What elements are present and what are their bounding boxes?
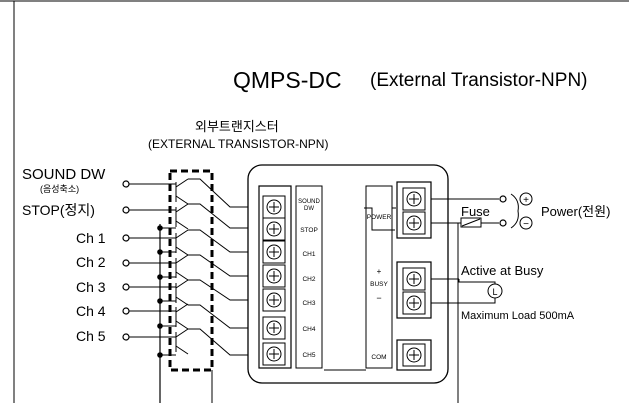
plus-symbol-icon xyxy=(519,192,533,206)
transistor-ch5 xyxy=(175,328,189,355)
input-terminal-ch3[interactable] xyxy=(122,283,130,291)
minus-symbol: − xyxy=(523,219,529,230)
power-wiring xyxy=(431,198,499,224)
terminal-label-sound: SOUND xyxy=(298,199,320,205)
input-terminal-ch1[interactable] xyxy=(122,234,130,242)
input-label-ch5: Ch 5 xyxy=(76,328,106,344)
power-minus-terminal[interactable] xyxy=(499,219,507,227)
input-label-ch1: Ch 1 xyxy=(76,230,106,246)
input-label-ch3: Ch 3 xyxy=(76,279,106,295)
power-terminal-screws xyxy=(402,187,426,235)
transistor-sound-dw xyxy=(175,178,189,205)
power-plus-terminal[interactable] xyxy=(499,195,507,203)
left-label-strip xyxy=(295,185,323,369)
left-terminal-screws xyxy=(262,195,286,366)
power-bracket-wire xyxy=(364,207,395,231)
terminal-label-ch2: CH2 xyxy=(302,276,315,283)
transistor-ch2 xyxy=(175,254,189,281)
input-terminal-ch4[interactable] xyxy=(122,307,130,315)
minus-symbol-icon xyxy=(519,216,533,230)
terminal-label-ch1: CH1 xyxy=(302,251,315,258)
com-terminal-screw xyxy=(402,343,426,367)
busy-terminal-screws xyxy=(402,267,426,315)
fuse-element xyxy=(461,218,481,227)
input-terminal-stop[interactable] xyxy=(122,206,130,214)
transistor-ch3 xyxy=(175,279,189,306)
power-terminal-label: POWER xyxy=(367,214,392,221)
fuse-label: Fuse xyxy=(461,204,490,219)
input-label-sound-dw: SOUND DW xyxy=(22,166,106,183)
external-transistor-english: (EXTERNAL TRANSISTOR-NPN) xyxy=(148,137,328,151)
terminal-label-ch4: CH4 xyxy=(302,326,315,333)
terminal-label-stop: STOP xyxy=(300,227,318,234)
max-load-label: Maximum Load 500mA xyxy=(461,310,575,322)
terminal-label-ch3: CH3 xyxy=(302,300,315,307)
input-label-ch4: Ch 4 xyxy=(76,303,106,319)
plus-symbol: + xyxy=(523,195,529,206)
model-subtitle: (External Transistor-NPN) xyxy=(370,70,588,91)
lamp-symbol: L xyxy=(492,287,497,297)
power-brace xyxy=(510,193,519,229)
terminal-label-dw: DW xyxy=(304,206,314,212)
ground-rail-taps xyxy=(160,227,176,356)
transistor-ch1 xyxy=(175,229,189,256)
right-label-strip xyxy=(365,185,393,369)
transistor-stop xyxy=(175,203,189,230)
input-terminal-ch5[interactable] xyxy=(122,333,130,341)
terminal-label-ch5: CH5 xyxy=(302,352,315,359)
lamp-icon xyxy=(487,283,503,299)
input-terminals xyxy=(122,180,130,341)
model-title: QMPS-DC xyxy=(233,67,342,93)
active-at-busy-label: Active at Busy xyxy=(461,263,544,278)
input-label-stop: STOP(정지) xyxy=(22,202,95,218)
busy-minus-label: − xyxy=(376,293,381,303)
transistor-ch4 xyxy=(175,303,189,330)
transistor-array xyxy=(175,178,189,355)
power-label: Power(전원) xyxy=(541,204,610,219)
input-label-ch2: Ch 2 xyxy=(76,254,106,270)
input-terminal-ch2[interactable] xyxy=(122,259,130,267)
com-label: COM xyxy=(371,354,386,361)
input-sublabel-sound-dw: (음성축소) xyxy=(40,184,79,194)
collector-wires xyxy=(188,178,262,356)
busy-plus-label: + xyxy=(377,267,382,276)
input-wires xyxy=(129,183,176,338)
external-transistor-korean: 외부트랜지스터 xyxy=(195,119,279,134)
busy-label: BUSY xyxy=(370,281,388,288)
input-terminal-sound-dw[interactable] xyxy=(122,180,130,188)
